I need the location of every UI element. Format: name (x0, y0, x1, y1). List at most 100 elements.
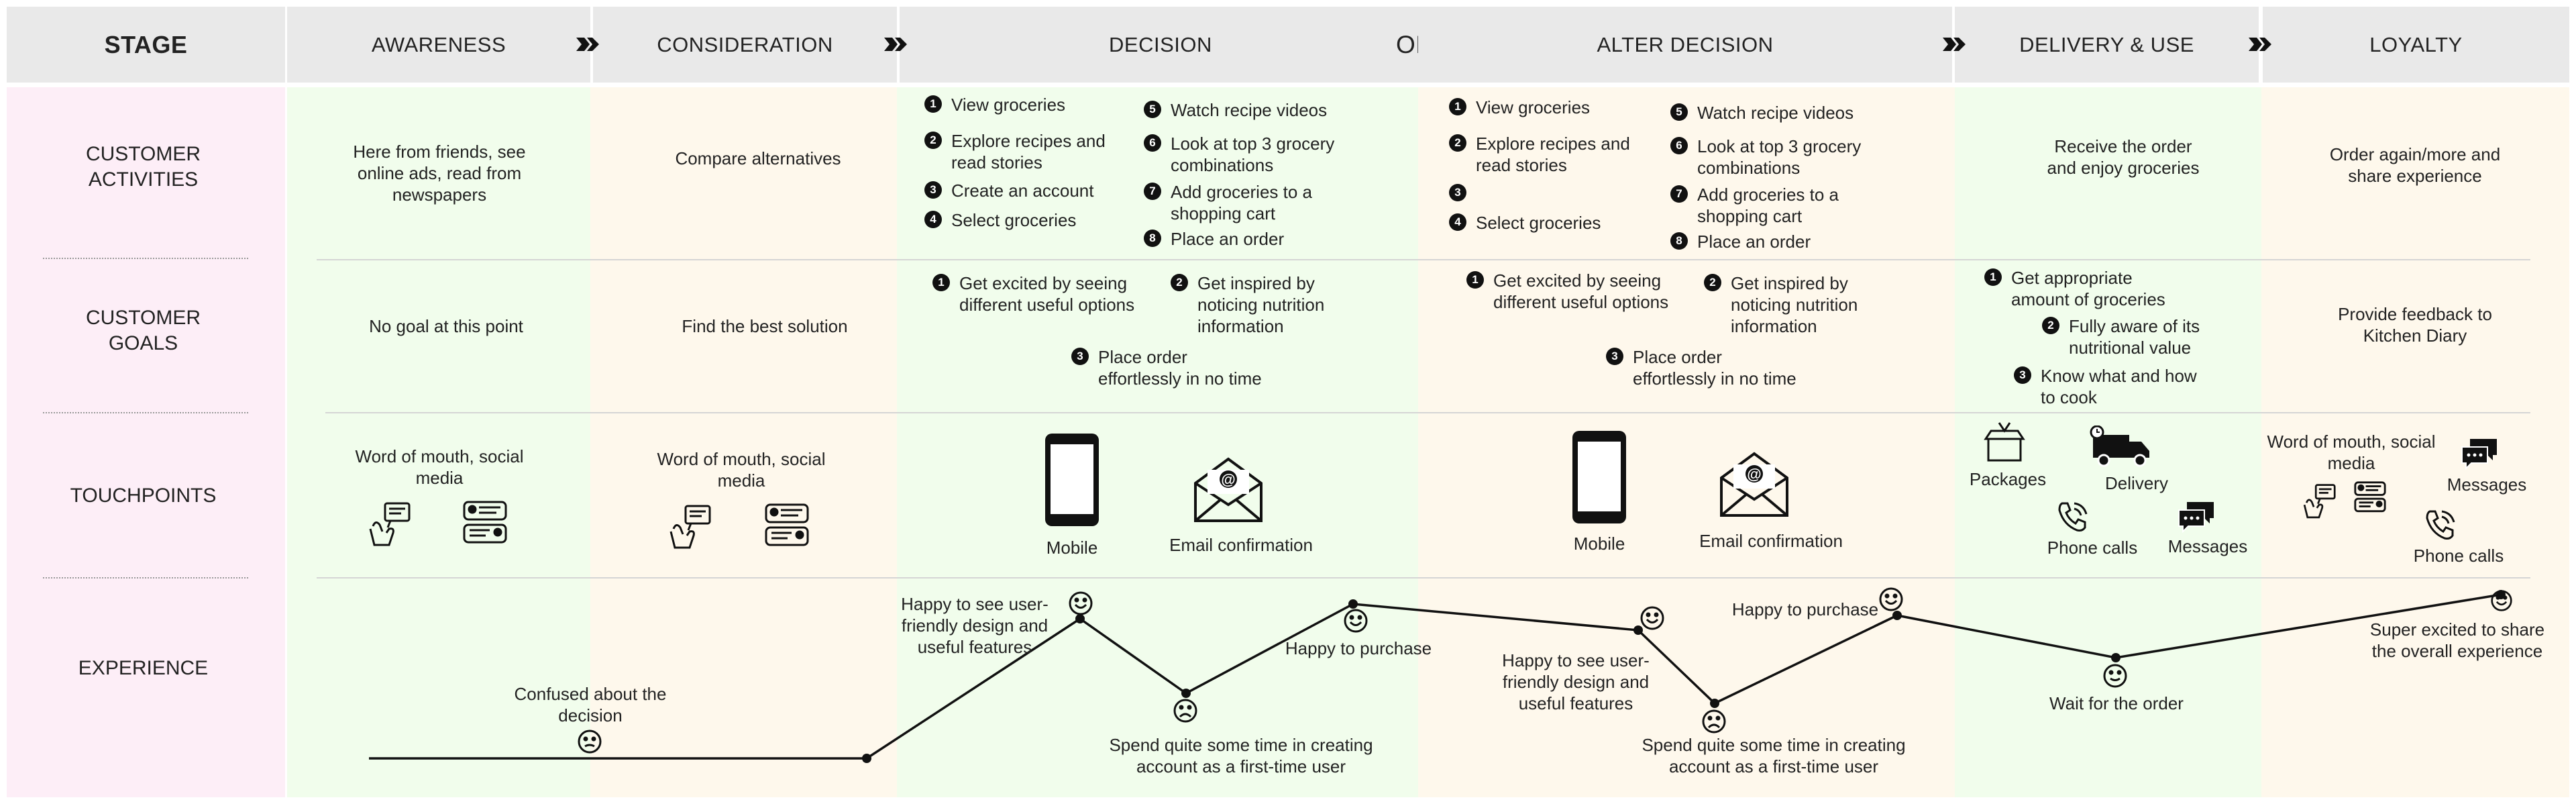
touchpoint-loyalty-messages: Messages (2447, 474, 2527, 495)
social-media-icon (463, 501, 507, 544)
row-label-activities: CUSTOMER ACTIVITIES (85, 143, 201, 191)
row-label-experience: EXPERIENCE (78, 657, 209, 679)
experience-label: Happy to see user-friendly design and us… (1502, 650, 1650, 713)
activity-awareness: Here from friends, see online ads, read … (353, 142, 526, 205)
package-icon (1984, 422, 2025, 462)
row-label-touchpoints: TOUCHPOINTS (70, 485, 217, 507)
number-badge: 1 (932, 274, 950, 291)
touchpoint-decision-mobile: Mobile (1046, 538, 1098, 558)
smile-face-icon (2103, 664, 2127, 688)
row-divider (317, 577, 2530, 579)
label-column-bg (7, 87, 285, 797)
happy-face-icon (1344, 609, 1368, 633)
email-icon: @ (1720, 452, 1788, 517)
experience-point (1710, 699, 1719, 708)
number-badge: 2 (1449, 134, 1466, 152)
social-media-icon (2354, 481, 2386, 513)
phone-call-icon (2426, 510, 2455, 540)
consideration-column-bg (590, 87, 897, 797)
touchpoint-loyalty-wom: Word of mouth, social media (2267, 432, 2436, 473)
number-badge: 8 (1144, 230, 1161, 247)
experience-line (369, 593, 2502, 760)
experience-label: Wait for the order (2049, 693, 2184, 713)
experience-point (1348, 599, 1358, 609)
row-label-goals: CUSTOMER GOALS (85, 307, 201, 354)
arrow-icon (1943, 38, 1966, 51)
row-separator (43, 412, 248, 413)
number-badge: 6 (1144, 134, 1161, 152)
number-badge: 2 (1704, 274, 1721, 291)
awareness-column-bg (287, 87, 590, 797)
word-of-mouth-icon (369, 502, 411, 546)
number-badge: 2 (2042, 317, 2059, 334)
activity-delivery: Receive the order and enjoy groceries (2047, 136, 2200, 178)
experience-label: Super excited to share the overall exper… (2369, 619, 2545, 661)
touchpoint-phone-calls: Phone calls (2047, 538, 2138, 558)
number-badge: 2 (924, 132, 942, 149)
sad-face-icon (1702, 709, 1726, 734)
number-badge: 4 (1449, 213, 1466, 231)
activity-loyalty: Order again/more and share experience (2329, 144, 2501, 186)
email-icon: @ (1194, 457, 1263, 522)
consideration-header: CONSIDERATION (593, 7, 897, 83)
experience-point (1892, 611, 1902, 620)
touchpoint-messages: Messages (2167, 536, 2248, 556)
experience-label: Spend quite some time in creating accoun… (1109, 735, 1373, 776)
number-badge: 8 (1670, 232, 1688, 250)
messages-icon (2461, 439, 2497, 470)
touchpoint-delivery: Delivery (2105, 473, 2168, 493)
touchpoint-alter-email: Email confirmation (1699, 531, 1843, 551)
phone-call-icon (2058, 502, 2088, 532)
number-badge: 5 (1670, 103, 1688, 121)
experience-label: Happy to purchase (1731, 599, 1879, 619)
mobile-phone-icon (1045, 434, 1099, 526)
messages-icon (2178, 502, 2214, 533)
stage-header: STAGE (7, 7, 285, 83)
awareness-header: AWARENESS (287, 7, 590, 83)
row-divider (317, 259, 2530, 260)
social-media-icon (765, 503, 809, 546)
row-divider (325, 412, 2530, 413)
touchpoint-decision-email: Email confirmation (1169, 535, 1313, 555)
happy-face-icon (2491, 590, 2512, 611)
number-badge: 3 (924, 181, 942, 199)
goal-loyalty: Provide feedback to Kitchen Diary (2338, 304, 2492, 346)
number-badge: 3 (1606, 348, 1623, 365)
activity-consideration: Compare alternatives (675, 148, 841, 168)
number-badge: 1 (1449, 98, 1466, 115)
row-separator (43, 258, 248, 259)
alter-decision-header: ALTER DECISION (1418, 7, 1952, 83)
touchpoint-loyalty-phone: Phone calls (2413, 546, 2504, 566)
experience-label: Confused about the decision (514, 684, 667, 725)
touchpoint-consideration-label: Word of mouth, social media (657, 449, 826, 491)
experience-point (862, 754, 871, 763)
word-of-mouth-icon (2303, 484, 2336, 519)
decision-label: DECISION (1109, 32, 1212, 56)
svg-text:@: @ (1221, 471, 1235, 488)
decision-column-bg (897, 87, 1418, 797)
number-badge: 7 (1670, 185, 1688, 203)
sad-face-icon (1173, 699, 1197, 723)
decision-header: DECISION OR (900, 7, 1434, 83)
delivery-header: DELIVERY & USE (1955, 7, 2259, 83)
number-badge: 3 (2014, 366, 2031, 384)
activity-item: 3 (1449, 183, 1650, 201)
mobile-phone-icon (1572, 431, 1626, 523)
